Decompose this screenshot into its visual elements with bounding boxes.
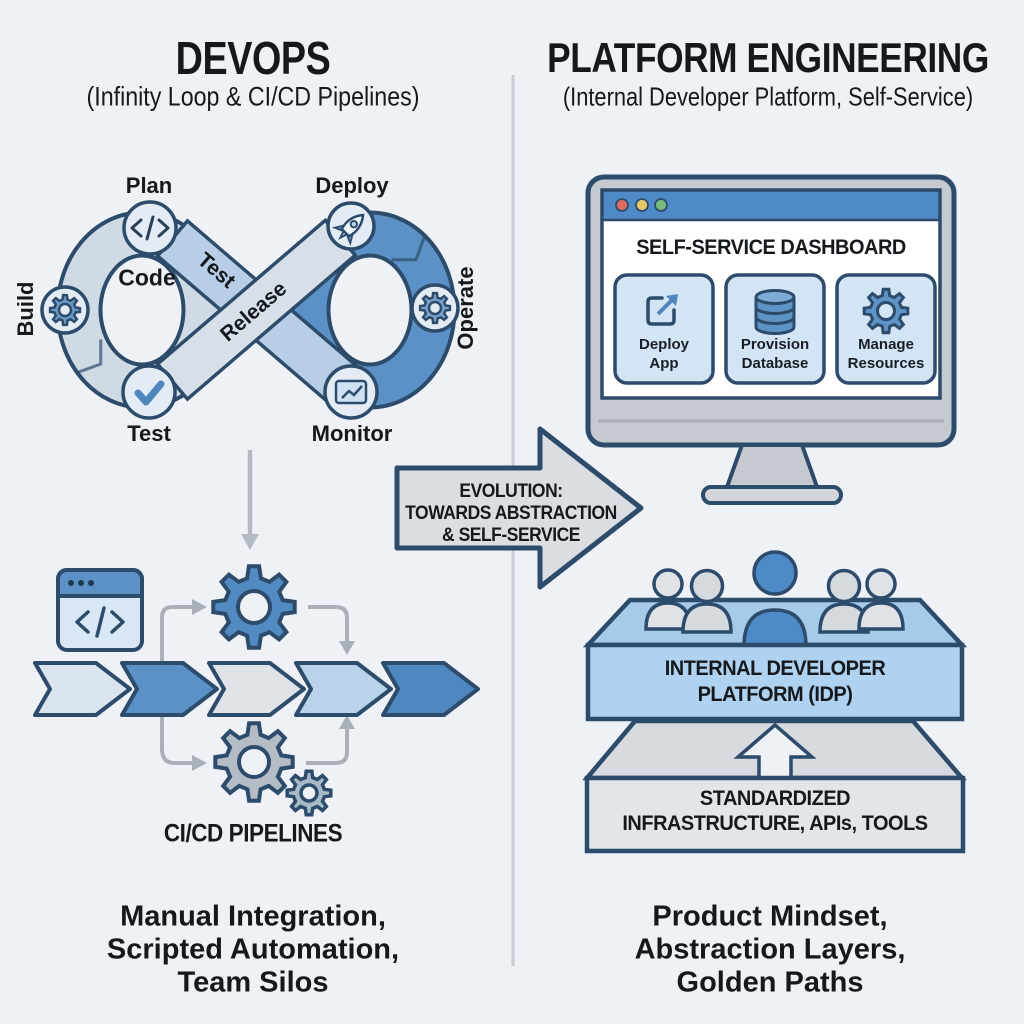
monitor-badge — [323, 364, 379, 420]
infrastructure-layer — [582, 718, 967, 854]
monitor — [585, 174, 957, 505]
gear-icon — [285, 769, 333, 817]
cicd-pipeline — [33, 564, 480, 817]
title-bar — [602, 190, 940, 220]
infrastructure-label: STANDARDIZED INFRASTRUCTURE, APIs, TOOLS — [622, 787, 928, 835]
dashboard-title: SELF-SERVICE DASHBOARD — [636, 236, 906, 259]
team-icons — [644, 550, 905, 648]
cicd-pipelines-label: CI/CD PIPELINES — [163, 819, 343, 848]
traffic-light-green — [654, 198, 668, 212]
evolution-label: EVOLUTION: TOWARDS ABSTRACTION & SELF-SE… — [405, 481, 617, 546]
idp-platform — [582, 550, 968, 722]
arrow-icon — [294, 661, 393, 717]
gear-icon — [211, 564, 297, 650]
gear-icon — [48, 293, 82, 327]
code-icon — [130, 215, 170, 241]
loop-label-build: Build — [13, 281, 38, 337]
plan-badge — [122, 200, 178, 256]
deploy-app-card[interactable] — [613, 273, 715, 385]
evolution-arrow — [394, 426, 644, 590]
pipeline-connectors — [160, 605, 349, 765]
pipeline-arrows — [33, 661, 480, 717]
operate-badge — [410, 283, 460, 333]
loop-label-code: Code — [118, 264, 176, 291]
platform-engineering-title: PLATFORM ENGINEERING — [547, 34, 989, 81]
provision-database-card-label: Provision Database — [740, 336, 810, 372]
loop-label-monitor: Monitor — [311, 421, 393, 446]
rocket-icon — [331, 213, 365, 247]
database-icon — [754, 289, 796, 335]
person-icon — [681, 568, 733, 634]
arrow-icon — [120, 661, 219, 717]
traffic-light-red — [615, 198, 629, 212]
traffic-light-yellow — [635, 198, 649, 212]
loop-label-plan: Plan — [125, 173, 173, 198]
connector-arrowheads — [192, 599, 355, 771]
devops-subtitle: (Infinity Loop & CI/CD Pipelines) — [86, 81, 420, 112]
idp-label: INTERNAL DEVELOPER PLATFORM (IDP) — [664, 657, 886, 706]
person-icon — [742, 550, 808, 648]
deploy-app-card-label: Deploy App — [638, 336, 690, 372]
gear-icon — [213, 721, 295, 803]
monitor-base — [701, 485, 843, 505]
devops-title: DEVOPS — [175, 32, 331, 84]
loop-label-operate: Operate — [453, 266, 478, 350]
monitor-stand — [724, 443, 820, 489]
devops-footer: Manual Integration, Scripted Automation,… — [106, 900, 400, 999]
infra-front-face — [584, 775, 966, 854]
person-icon — [857, 568, 905, 631]
build-badge — [40, 285, 90, 335]
loop-label-test: Test — [127, 421, 171, 446]
code-window-icon — [56, 568, 144, 652]
deploy-app-icon — [646, 294, 678, 326]
platform-footer: Product Mindset, Abstraction Layers, Gol… — [634, 900, 906, 999]
platform-engineering-subtitle: (Internal Developer Platform, Self-Servi… — [562, 81, 974, 112]
test-badge — [121, 364, 177, 420]
person-icon — [644, 568, 692, 631]
down-arrow — [241, 450, 259, 550]
arrow-icon — [33, 661, 132, 717]
deploy-badge — [326, 201, 376, 251]
arrow-icon — [381, 661, 480, 717]
check-icon — [134, 380, 165, 406]
manage-resources-card-label: Manage Resources — [847, 336, 925, 372]
gear-icon — [862, 287, 910, 335]
infinity-loop — [40, 200, 460, 420]
gear-icon — [418, 291, 452, 325]
loop-label-deploy: Deploy — [315, 173, 389, 198]
arrow-icon — [207, 661, 306, 717]
